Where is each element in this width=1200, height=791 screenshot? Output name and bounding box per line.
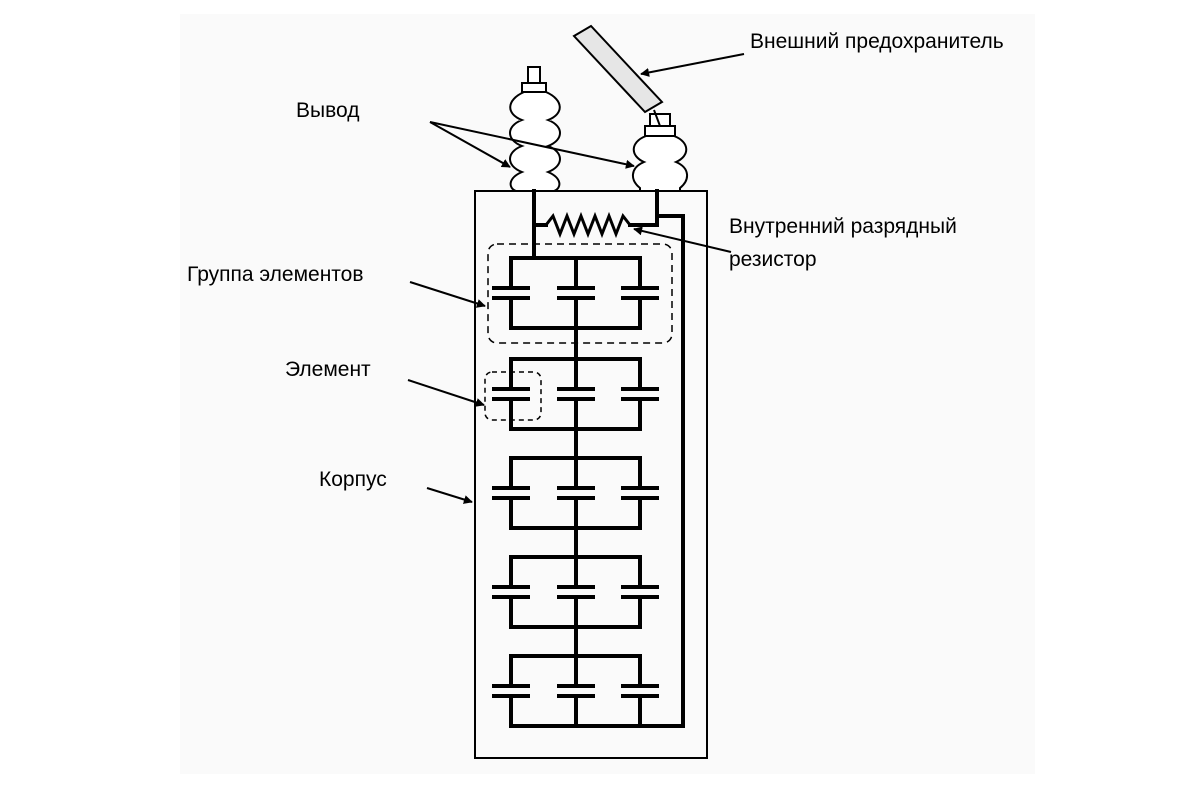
element-highlight bbox=[484, 371, 542, 421]
external-fuse-arrow bbox=[640, 53, 745, 77]
external-fuse bbox=[572, 24, 664, 127]
diagram-background bbox=[180, 14, 1035, 774]
right-terminal-bushing bbox=[632, 113, 688, 192]
discharge-resistor bbox=[544, 211, 632, 239]
housing bbox=[474, 190, 708, 759]
discharge-resistor-arrow bbox=[633, 226, 732, 253]
element-group-label: Группа элементов bbox=[187, 263, 364, 286]
external-fuse-label: Внешний предохранитель bbox=[750, 30, 1004, 53]
discharge-resistor-label-line1: Внутренний разрядный bbox=[729, 215, 957, 238]
element-arrow bbox=[407, 379, 485, 407]
element-label: Элемент bbox=[285, 358, 371, 381]
terminal-arrow-right bbox=[429, 121, 635, 169]
element-group-3 bbox=[492, 456, 659, 559]
top-wiring bbox=[532, 189, 685, 728]
left-terminal-bushing bbox=[509, 66, 561, 192]
terminal-arrow-left bbox=[429, 121, 511, 168]
pointer-arrows bbox=[407, 53, 745, 504]
element-group-2 bbox=[492, 357, 659, 460]
element-group-arrow bbox=[409, 281, 486, 308]
element-groups bbox=[492, 256, 659, 728]
element-group-highlight bbox=[487, 243, 673, 344]
housing-arrow bbox=[426, 487, 473, 504]
discharge-resistor-label-line2: резистор bbox=[729, 248, 817, 271]
element-group-4 bbox=[492, 555, 659, 658]
housing-label: Корпус bbox=[319, 468, 387, 491]
element-group-5 bbox=[492, 654, 659, 728]
terminal-label: Вывод bbox=[296, 99, 360, 122]
element-group-1 bbox=[492, 256, 659, 361]
